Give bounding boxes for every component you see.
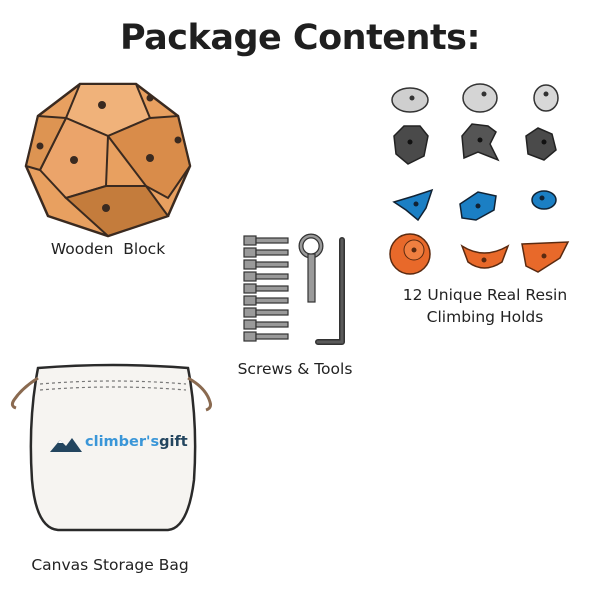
hold-black-3 <box>525 127 557 161</box>
wooden-block-label: Wooden Block <box>50 240 166 258</box>
hold-white-1 <box>391 87 429 113</box>
wooden-block-illustration <box>18 78 198 238</box>
climbing-holds-illustration <box>388 80 578 280</box>
screws-tools-image <box>243 233 345 345</box>
screws-tools-illustration <box>238 232 358 352</box>
climbing-holds-label-line1: 12 Unique Real Resin <box>402 286 568 304</box>
screws-stack <box>243 235 289 342</box>
hold-orange-1 <box>389 233 431 275</box>
hold-blue-2 <box>459 191 497 221</box>
hold-orange-3 <box>521 241 570 273</box>
hold-blue-1 <box>392 188 434 222</box>
hold-orange-2 <box>460 244 510 269</box>
eye-bolt-icon <box>298 233 324 303</box>
hold-white-3 <box>533 84 559 112</box>
canvas-bag-illustration <box>8 360 218 540</box>
climbing-holds-image <box>389 83 570 275</box>
canvas-bag-label: Canvas Storage Bag <box>31 556 189 574</box>
canvas-bag-image <box>10 363 212 532</box>
hold-white-2 <box>462 83 498 113</box>
hold-black-1 <box>393 125 429 165</box>
climbing-holds-label: 12 Unique Real Resin Climbing Holds <box>370 284 600 328</box>
climbing-holds-label-line2: Climbing Holds <box>426 308 544 326</box>
bag-logo-text-part2: gift <box>159 434 188 450</box>
hold-blue-3 <box>531 190 557 210</box>
bag-logo-text: climber'sgift <box>85 434 188 450</box>
hold-black-2 <box>461 123 500 162</box>
mountain-logo-icon <box>50 438 82 452</box>
page-title: Package Contents: <box>119 18 481 58</box>
screws-tools-label: Screws & Tools <box>237 360 353 378</box>
hex-key-icon <box>315 237 345 345</box>
bag-logo-text-part1: climber's <box>85 434 160 450</box>
wooden-block-image <box>24 82 192 238</box>
